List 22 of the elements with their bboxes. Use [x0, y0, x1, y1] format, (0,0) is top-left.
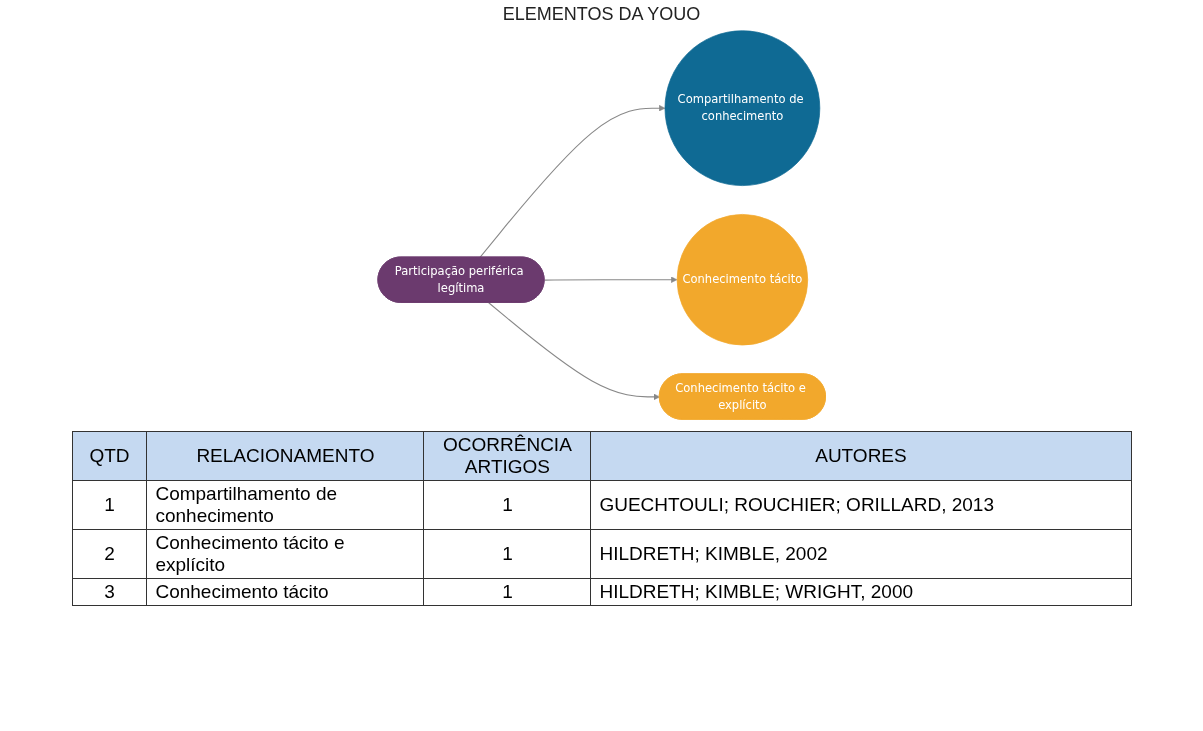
- column-header: QTD: [72, 431, 147, 481]
- arrow: [479, 105, 666, 258]
- arrow: [543, 276, 678, 283]
- table-cell: 3: [72, 578, 147, 606]
- table-cell: HILDRETH; KIMBLE, 2002: [590, 529, 1131, 579]
- column-header: AUTORES: [590, 431, 1131, 481]
- arrow: [487, 302, 660, 401]
- node-circle: Conhecimento tácito: [676, 214, 808, 346]
- table-cell: GUECHTOULI; ROUCHIER; ORILLARD, 2013: [590, 480, 1131, 530]
- table-cell: Conhecimento tácito: [146, 578, 424, 606]
- table-cell: Conhecimento tácito e explícito: [146, 529, 424, 579]
- table-cell: 1: [72, 480, 147, 530]
- table-cell: HILDRETH; KIMBLE; WRIGHT, 2000: [590, 578, 1131, 606]
- table-cell: Compartilhamento de conhecimento: [146, 480, 424, 530]
- node-circle: Compartilhamento de conhecimento: [664, 30, 820, 186]
- diagram-title: ELEMENTOS DA YOUO: [501, 4, 702, 25]
- column-header: OCORRÊNCIA ARTIGOS: [423, 431, 591, 481]
- table-cell: 2: [72, 529, 147, 579]
- table-cell: 1: [423, 578, 591, 606]
- table-cell: 1: [423, 480, 591, 530]
- column-header: RELACIONAMENTO: [146, 431, 424, 481]
- table-cell: 1: [423, 529, 591, 579]
